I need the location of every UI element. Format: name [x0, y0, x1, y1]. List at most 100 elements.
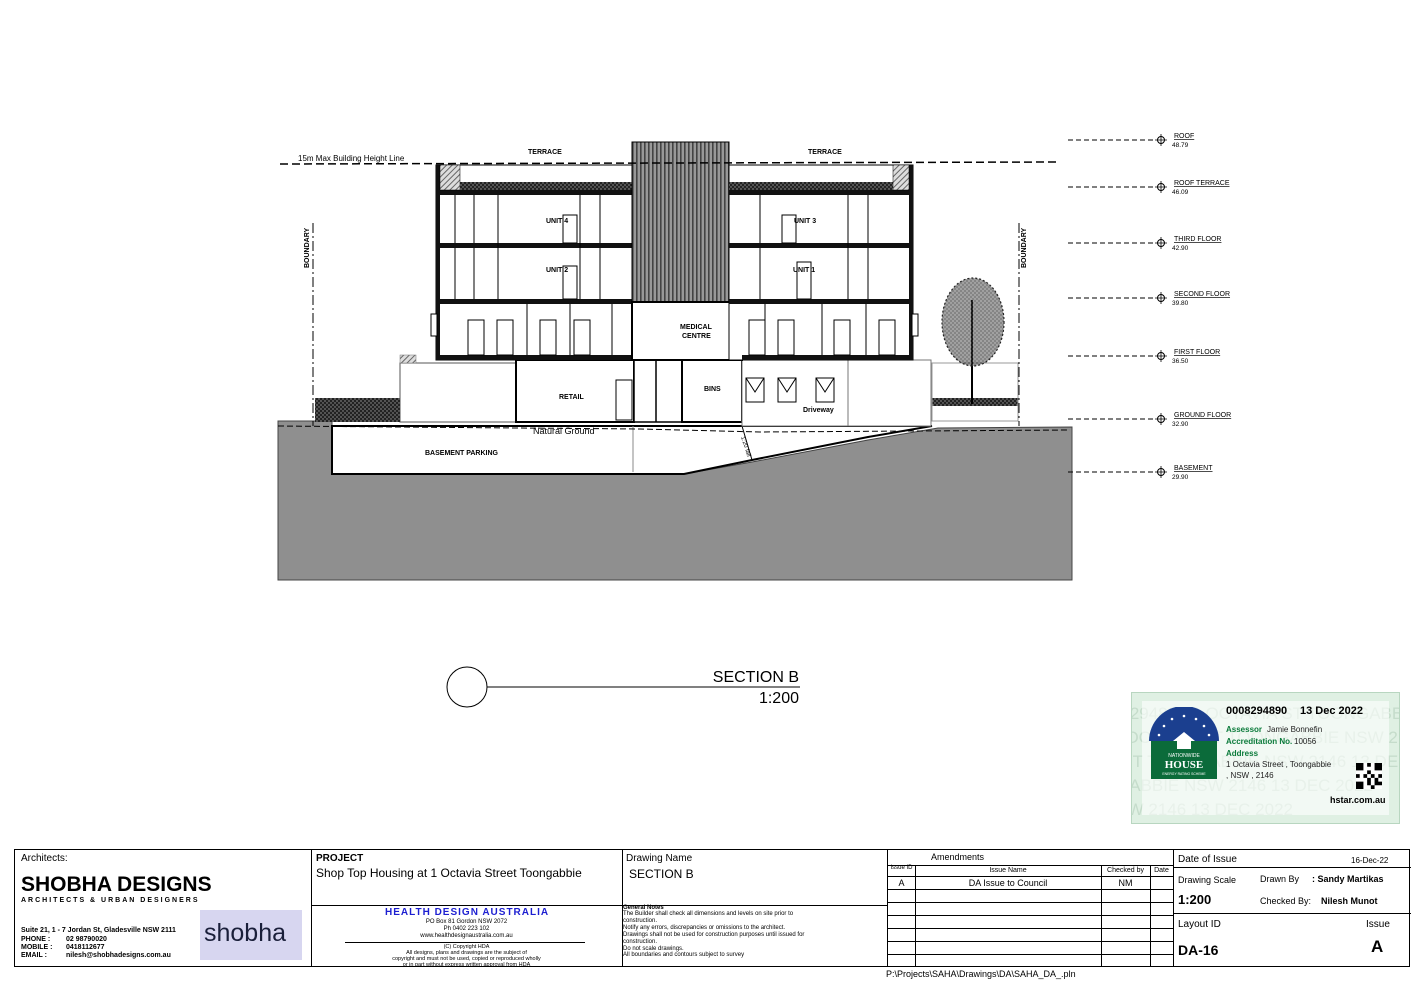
issue-label: Issue — [1366, 919, 1390, 930]
hda-website[interactable]: www.healthdesignaustralia.com.au — [420, 933, 513, 939]
hda-phone: Ph 0402 223 102 — [443, 926, 490, 932]
level-crosshair-icon — [1155, 350, 1167, 362]
svg-text:HOUSE: HOUSE — [1165, 759, 1204, 771]
level-crosshair-icon — [1155, 466, 1167, 478]
tree — [941, 277, 1005, 404]
phone-label: PHONE : — [21, 936, 51, 943]
hda-po: PO Box 81 Gordon NSW 2072 — [425, 919, 508, 925]
amend-issue-id: A — [898, 878, 905, 888]
hedge-right — [932, 398, 1018, 406]
boundary-label-left: BOUNDARY — [304, 227, 311, 268]
date-of-issue: 16-Dec-22 — [1351, 856, 1389, 865]
email-label: EMAIL : — [21, 952, 47, 959]
stamp-accreditation-label: Accreditation No. — [1226, 737, 1293, 746]
label-medical-2: CENTRE — [682, 333, 711, 340]
stamp-address-line1: 1 Octavia Street , Toongabbie — [1226, 760, 1332, 769]
amend-checked-by: NM — [1118, 878, 1133, 888]
ground-floor — [399, 354, 932, 427]
level-rl: 39.80 — [1172, 300, 1189, 307]
level-name: ROOF TERRACE — [1174, 180, 1230, 187]
stamp-accreditation: 10056 — [1294, 737, 1317, 746]
building-left-block — [430, 164, 633, 361]
label-terrace-right: TERRACE — [808, 149, 842, 156]
col-checked-by: Checked by — [1107, 867, 1144, 874]
label-basement-parking: BASEMENT PARKING — [425, 450, 499, 457]
label-terrace-left: TERRACE — [528, 149, 562, 156]
level-crosshair-icon — [1155, 292, 1167, 304]
col-date: Date — [1154, 867, 1169, 874]
section-scale-text: 1:200 — [759, 690, 799, 707]
label-unit-2: UNIT 2 — [546, 267, 568, 274]
label-driveway: Driveway — [803, 407, 834, 414]
level-rl: 42.90 — [1172, 245, 1189, 252]
stamp-assessor: Jamie Bonnefin — [1267, 725, 1323, 734]
hda-copyright-1: (C) Copyright HDA — [443, 944, 490, 950]
stamp-website[interactable]: hstar.com.au — [1330, 795, 1386, 805]
layout-id: DA-16 — [1178, 942, 1219, 958]
hedge-left — [315, 398, 400, 422]
project-label: PROJECT — [316, 853, 364, 864]
svg-text:ENERGY RATING SCHEME: ENERGY RATING SCHEME — [1162, 772, 1206, 776]
level-rl: 46.09 — [1172, 189, 1189, 196]
level-rl: 48.79 — [1172, 142, 1189, 149]
level-crosshair-icon — [1155, 181, 1167, 193]
amendments-label: Amendments — [931, 852, 985, 862]
hda-name: HEALTH DESIGN AUSTRALIA — [385, 907, 550, 918]
label-unit-1: UNIT 1 — [793, 267, 815, 274]
amend-issue-name: DA Issue to Council — [968, 878, 1048, 888]
level-crosshair-icon — [1155, 237, 1167, 249]
qr-code-icon — [1356, 763, 1382, 789]
energy-rating-stamp: 0008294890 1 OCTAVIA ST TOONGABBIE NSW 2… — [1131, 692, 1400, 824]
level-crosshair-icon — [1155, 134, 1167, 146]
mobile-label: MOBILE : — [21, 944, 53, 951]
basement — [331, 425, 933, 475]
checked-by-label: Checked By: — [1260, 896, 1312, 906]
general-notes: The Builder shall check all dimensions a… — [623, 911, 805, 959]
firm-subtitle: ARCHITECTS & URBAN DESIGNERS — [21, 897, 200, 904]
stamp-certificate-number: 0008294890 — [1226, 705, 1288, 717]
file-path: P:\Projects\SAHA\Drawings\DA\SAHA_DA_.pl… — [886, 969, 1076, 979]
drawing-scale-label: Drawing Scale — [1178, 875, 1237, 885]
drawing-name: SECTION B — [629, 867, 694, 881]
label-natural-ground: Natural Ground — [533, 426, 595, 436]
label-retail: RETAIL — [559, 394, 584, 401]
col-issue-id: Issue ID — [890, 865, 913, 871]
svg-text:NATIONWIDE: NATIONWIDE — [1168, 753, 1200, 759]
stamp-assessor-label: Assessor — [1226, 725, 1263, 734]
level-marker-third-floor: THIRD FLOOR 42.90 — [1068, 236, 1221, 252]
title-block: Architects: SHOBHA DESIGNS ARCHITECTS & … — [14, 849, 1411, 968]
level-name: THIRD FLOOR — [1174, 236, 1221, 243]
level-crosshair-icon — [1155, 413, 1167, 425]
drawing-name-label: Drawing Name — [626, 853, 693, 864]
level-name: BASEMENT — [1174, 465, 1213, 472]
level-marker-roof-terrace: ROOF TERRACE 46.09 — [1068, 180, 1230, 196]
date-of-issue-label: Date of Issue — [1178, 854, 1237, 865]
boundary-label-right: BOUNDARY — [1021, 227, 1028, 268]
firm-name: SHOBHA DESIGNS — [21, 873, 212, 896]
drawn-by: : Sandy Martikas — [1312, 874, 1384, 884]
section-title: SECTION B 1:200 — [446, 666, 800, 708]
hda-copyright-4: or in part without express written appro… — [402, 962, 531, 968]
architects-label: Architects: — [21, 853, 68, 864]
nationwide-house-logo-icon: NATIONWIDE HOUSE ENERGY RATING SCHEME — [1149, 707, 1219, 779]
general-notes-title: General Notes — [623, 905, 664, 911]
project-name: Shop Top Housing at 1 Octavia Street Too… — [316, 866, 582, 880]
stamp-address-line2: , NSW , 2146 — [1226, 771, 1274, 780]
email-value[interactable]: nilesh@shobhadesigns.com.au — [66, 952, 171, 959]
label-medical-1: MEDICAL — [680, 324, 713, 331]
stamp-date: 13 Dec 2022 — [1300, 705, 1363, 717]
section-title-text: SECTION B — [713, 669, 799, 686]
height-limit-line — [279, 161, 1061, 165]
level-rl: 32.90 — [1172, 421, 1189, 428]
level-marker-ground-floor: GROUND FLOOR 32.90 — [1068, 412, 1231, 428]
mobile-value: 0418112677 — [66, 944, 105, 951]
level-name: GROUND FLOOR — [1174, 412, 1231, 419]
natural-ground-line — [277, 425, 1071, 433]
phone-value: 02 98790020 — [66, 936, 107, 943]
label-unit-4: UNIT 4 — [546, 218, 568, 225]
drawing-scale: 1:200 — [1178, 892, 1212, 907]
